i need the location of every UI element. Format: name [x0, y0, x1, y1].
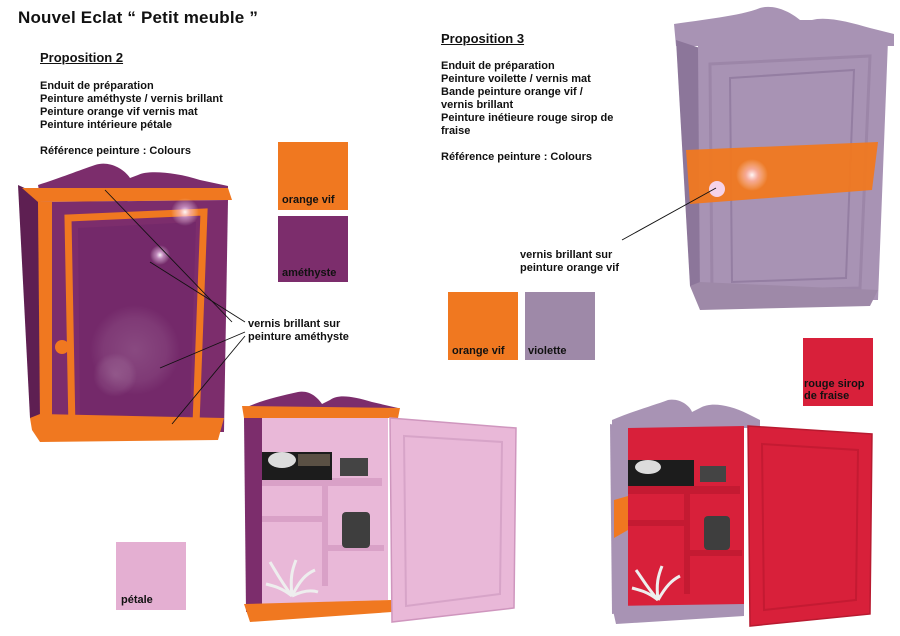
callout-line: vernis brillant sur: [520, 249, 613, 261]
swatch-label: orange vif: [452, 345, 505, 357]
description-line: Peinture intérieure pétale: [40, 119, 173, 131]
swatch-fill: [525, 292, 595, 360]
swatch-label: rouge sirop de fraise: [804, 378, 865, 402]
page-title: Nouvel Eclat “ Petit meuble ”: [18, 8, 259, 27]
callout-line: peinture améthyste: [248, 331, 349, 343]
cabinet-petal-open: [242, 391, 517, 623]
description-line: fraise: [441, 125, 471, 137]
description-line: Enduit de préparation: [441, 60, 555, 72]
cabinet-strawberry-open: [610, 399, 873, 627]
proposition-3-description: Enduit de préparation Peinture voilette …: [441, 60, 613, 164]
swatch-petale: pétale: [116, 542, 186, 610]
description-line: Référence peinture : Colours: [441, 151, 592, 163]
proposition-3-heading: Proposition 3: [441, 31, 525, 46]
swatch-label: pétale: [121, 594, 153, 606]
callout-line: vernis brillant sur: [248, 318, 341, 330]
proposition-2-heading: Proposition 2: [40, 50, 124, 65]
swatch-fill: [116, 542, 186, 610]
swatch-fill: [448, 292, 518, 360]
swatch-violette: violette: [525, 292, 595, 360]
callout-proposition-3: vernis brillant sur peinture orange vif: [520, 249, 619, 275]
description-line: Peinture améthyste / vernis brillant: [40, 93, 223, 105]
swatch-label: violette: [528, 345, 567, 357]
description-line: Peinture voilette / vernis mat: [441, 73, 591, 85]
proposition-2-description: Enduit de préparation Peinture améthyste…: [40, 80, 223, 158]
swatch-rouge-sirop-de-fraise: rouge sirop de fraise: [803, 338, 873, 406]
callout-proposition-2: vernis brillant sur peinture améthyste: [248, 318, 349, 344]
description-line: Bande peinture orange vif /: [441, 86, 583, 98]
swatch-orange-vif-2: orange vif: [448, 292, 518, 360]
swatch-label: orange vif: [282, 194, 335, 206]
swatch-fill: [803, 338, 873, 406]
description-line: Peinture inétieure rouge sirop de: [441, 112, 614, 124]
cabinet-amethyst-closed: [18, 163, 232, 442]
swatch-fill: [278, 216, 348, 282]
swatch-orange-vif: orange vif: [278, 142, 348, 210]
description-line: Peinture orange vif vernis mat: [40, 106, 198, 118]
swatch-label: améthyste: [282, 267, 337, 279]
description-line: vernis brillant: [441, 99, 514, 111]
swatch-amethyste: améthyste: [278, 216, 348, 282]
description-line: Enduit de préparation: [40, 80, 154, 92]
cabinet-violet-closed: [674, 6, 894, 310]
callout-line: peinture orange vif: [520, 262, 620, 274]
description-line: Référence peinture : Colours: [40, 145, 191, 157]
swatch-fill: [278, 142, 348, 210]
